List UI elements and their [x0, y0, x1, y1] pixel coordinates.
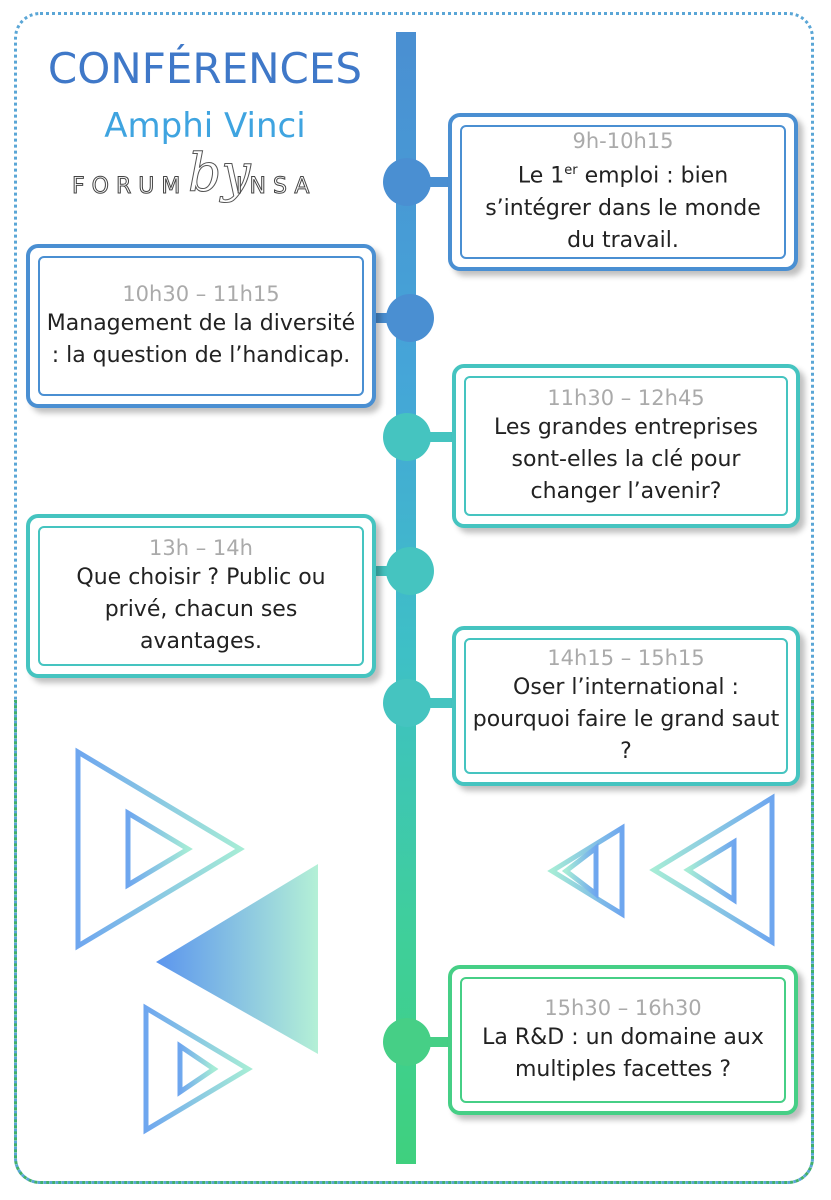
connector-5: [416, 698, 458, 708]
session-time: 11h30 – 12h45: [547, 386, 705, 410]
page-frame-bottom: [14, 700, 814, 1184]
session-time: 13h – 14h: [149, 536, 253, 560]
triangle-outline-bottom-small: [177, 1041, 219, 1097]
page-subtitle: Amphi Vinci: [104, 106, 306, 146]
session-title: Oser l’international : pourquoi faire le…: [472, 675, 780, 764]
timeline-dot-3: [383, 413, 431, 461]
connector-3: [416, 432, 458, 442]
logo-insa-text: INSA: [235, 174, 317, 200]
logo-by-text: by: [188, 144, 252, 205]
timeline-dot-4: [386, 547, 434, 595]
session-card-2: 10h30 – 11h15 Management de la diversité…: [26, 244, 376, 408]
timeline-dot-5: [383, 679, 431, 727]
session-time: 10h30 – 11h15: [122, 282, 280, 306]
forum-by-insa-logo: FORUM by INSA: [71, 144, 332, 230]
session-card-3: 11h30 – 12h45 Les grandes entreprises so…: [452, 364, 800, 528]
triangle-outline-right-mid-small: [561, 842, 599, 900]
triangle-outline-small-left: [125, 808, 193, 890]
session-time: 14h15 – 15h15: [547, 646, 705, 670]
triangle-outline-bottom-large: [143, 1003, 253, 1135]
timeline-dot-2: [386, 294, 434, 342]
triangle-outline-right-mid-large: [547, 823, 625, 919]
session-title: Les grandes entreprises sont-elles la cl…: [493, 415, 759, 504]
triangle-outline-large-left: [75, 747, 245, 951]
triangle-filled: [156, 864, 318, 1054]
page-title: CONFÉRENCES: [47, 44, 363, 93]
triangle-outline-right-large: [649, 793, 775, 947]
session-title: Le 1er emploi : bien s’intégrer dans le …: [485, 163, 761, 253]
triangle-outline-right-small: [683, 837, 737, 905]
connector-6: [416, 1037, 452, 1047]
session-card-1: 9h-10h15 Le 1er emploi : bien s’intégrer…: [448, 113, 798, 271]
timeline-dot-1: [383, 158, 431, 206]
session-card-4: 13h – 14h Que choisir ? Public ou privé,…: [26, 514, 376, 678]
session-time: 15h30 – 16h30: [544, 996, 702, 1020]
session-card-5: 14h15 – 15h15 Oser l’international : pou…: [452, 626, 800, 786]
timeline-dot-6: [383, 1018, 431, 1066]
session-title: Que choisir ? Public ou privé, chacun se…: [76, 565, 326, 654]
session-title: Management de la diversité : la question…: [46, 311, 356, 368]
connector-1: [416, 177, 452, 187]
session-time: 9h-10h15: [572, 129, 674, 154]
session-title: La R&D : un domaine aux multiples facett…: [482, 1025, 764, 1082]
logo-forum-text: FORUM: [71, 174, 188, 200]
session-card-6: 15h30 – 16h30 La R&D : un domaine aux mu…: [448, 965, 798, 1115]
